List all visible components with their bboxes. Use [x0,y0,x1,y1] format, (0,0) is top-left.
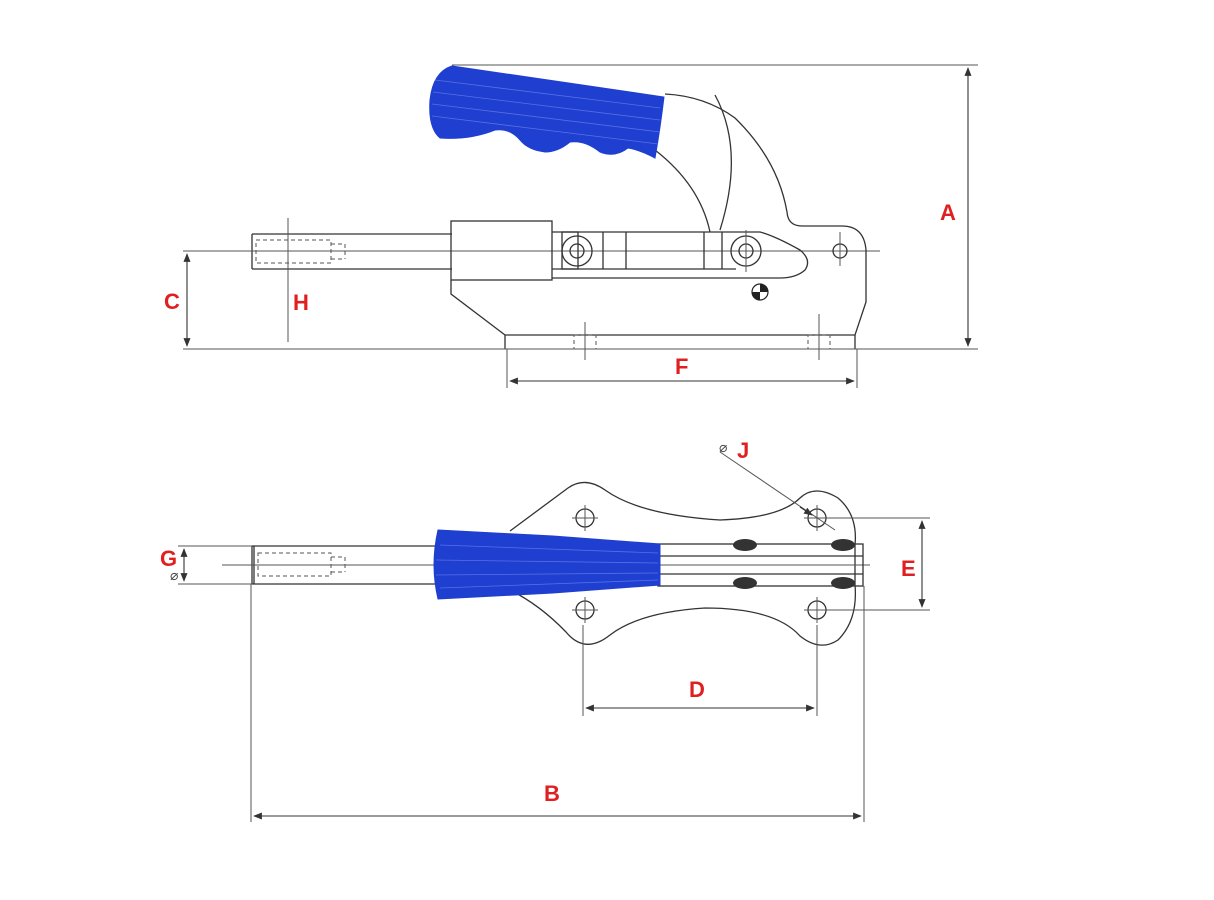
side-body [450,93,867,336]
top-roller-3 [831,539,855,551]
top-handle-grip [433,529,661,600]
side-pivot-right [832,232,848,266]
side-handle-grip-lines [431,79,661,145]
dimension-c [183,253,505,350]
side-guide-block [450,220,553,281]
label-h: H [293,290,309,315]
side-base-plate [504,314,856,360]
label-c: C [164,289,180,314]
top-hole-1 [572,505,598,531]
label-f: F [675,354,688,379]
dimension-f [506,349,858,388]
dimension-b [250,584,865,822]
dimension-d [582,625,818,716]
label-b: B [544,781,560,806]
dimension-e [830,517,930,611]
top-roller-4 [831,577,855,589]
side-pivot-middle [730,230,762,272]
top-hole-4 [804,597,830,623]
dimension-g [178,545,252,585]
top-handle-grip-lines [435,544,659,589]
side-handle-grip [429,65,665,159]
dimension-a [452,64,978,350]
side-view [183,65,880,360]
top-view [222,481,870,646]
label-a: A [940,200,956,225]
diameter-symbol-g: ⌀ [170,568,179,584]
diameter-symbol-j: ⌀ [719,440,728,456]
label-g: G [160,546,177,571]
top-hole-3 [572,597,598,623]
label-j: J [737,438,749,463]
top-roller-1 [733,539,757,551]
dimension-j-leader [719,451,836,531]
side-pivot-left [561,235,593,267]
top-roller-2 [733,577,757,589]
center-of-gravity-icon [751,283,769,301]
label-e: E [901,556,916,581]
label-d: D [689,677,705,702]
